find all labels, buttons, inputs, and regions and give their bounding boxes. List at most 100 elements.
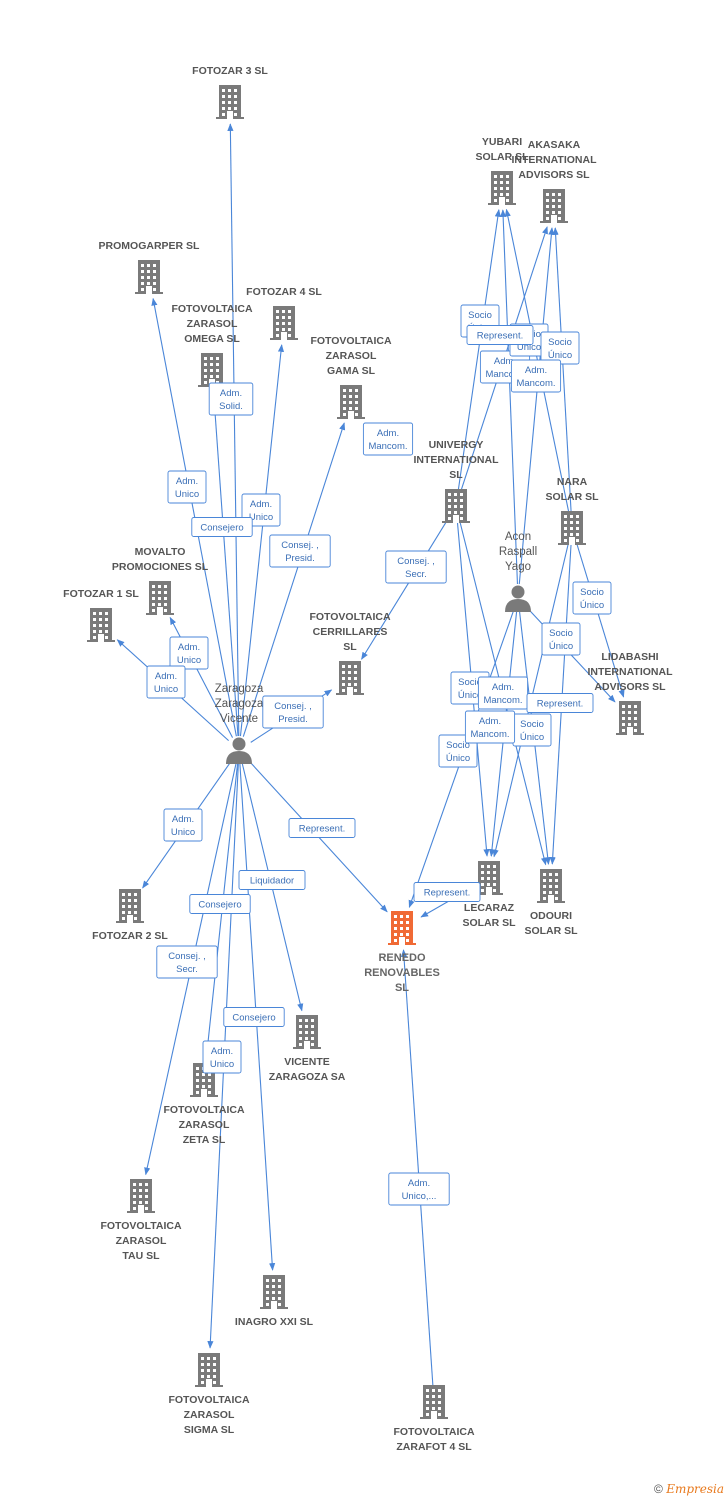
node-promogarper[interactable]: PROMOGARPER SL (99, 240, 201, 294)
edge-label[interactable]: Adm.Unico (169, 636, 209, 670)
building-icon[interactable] (293, 1015, 321, 1049)
building-icon[interactable] (195, 1353, 223, 1387)
edge-label[interactable]: Adm.Mancom. (477, 676, 529, 710)
node-fotozar2[interactable]: FOTOZAR 2 SL (92, 889, 168, 942)
edge-label[interactable]: Adm.Unico (202, 1040, 242, 1074)
edge-label-text: Consejero (200, 523, 243, 534)
edge-label[interactable]: Adm.Unico,... (388, 1172, 450, 1206)
edge-label-text: Adm. (176, 476, 198, 487)
building-icon[interactable] (558, 511, 586, 545)
building-icon[interactable] (488, 171, 516, 205)
edge-label[interactable]: Represent. (466, 325, 534, 345)
edge-label-text: Unico (177, 655, 201, 666)
node-label: ZARASOL (116, 1235, 167, 1247)
person-icon[interactable] (505, 585, 531, 613)
node-label: Acon (505, 531, 531, 543)
edge-label-text: Adm. (408, 1178, 430, 1189)
edge-label[interactable]: Consej. ,Presid. (262, 695, 324, 729)
edge-label[interactable]: Represent. (288, 818, 356, 838)
person-icon[interactable] (226, 737, 252, 765)
node-inagro[interactable]: INAGRO XXI SL (235, 1275, 314, 1328)
edge-label[interactable]: Consejero (223, 1007, 285, 1027)
node-label: VICENTE (284, 1056, 330, 1068)
node-label: ZARAGOZA SA (269, 1071, 346, 1083)
node-label: FOTOVOLTAICA (310, 335, 391, 347)
edge-label[interactable]: Liquidador (238, 870, 306, 890)
building-icon[interactable] (475, 861, 503, 895)
building-icon[interactable] (388, 911, 416, 945)
building-icon[interactable] (216, 85, 244, 119)
edge-label[interactable]: Adm.Solid. (208, 382, 254, 416)
building-icon[interactable] (87, 608, 115, 642)
edge-label[interactable]: Consej. ,Secr. (156, 945, 218, 979)
edge-label[interactable]: Consejero (191, 517, 253, 537)
building-icon[interactable] (420, 1385, 448, 1419)
edge-label-text: Adm. (525, 365, 547, 376)
edge-label[interactable]: Consej. ,Secr. (385, 550, 447, 584)
building-icon[interactable] (146, 581, 174, 615)
building-icon[interactable] (198, 353, 226, 387)
building-icon[interactable] (442, 489, 470, 523)
edge-label-text: Presid. (285, 553, 315, 564)
node-vicente_sa[interactable]: VICENTE ZARAGOZA SA (269, 1015, 346, 1083)
edge-label[interactable]: Consejero (189, 894, 251, 914)
edge-label-text: Socio (549, 628, 573, 639)
building-icon[interactable] (537, 869, 565, 903)
edge-label[interactable]: Adm.Mancom. (362, 422, 414, 456)
building-icon[interactable] (270, 306, 298, 340)
edge-label[interactable]: Represent. (413, 882, 481, 902)
building-icon[interactable] (135, 260, 163, 294)
building-icon[interactable] (116, 889, 144, 923)
relation-edge-univergy-cerrillares (361, 517, 450, 660)
edge-label[interactable]: Adm.Unico (163, 808, 203, 842)
node-label: INTERNATIONAL (512, 154, 598, 166)
node-label: INAGRO XXI SL (235, 1316, 314, 1328)
building-icon[interactable] (616, 701, 644, 735)
edge-label[interactable]: Adm.Unico (167, 470, 207, 504)
edge-label-text: Liquidador (250, 876, 294, 887)
node-fotozar4[interactable]: FOTOZAR 4 SL (246, 286, 322, 340)
node-label: FOTOVOLTAICA (309, 611, 390, 623)
building-icon[interactable] (260, 1275, 288, 1309)
node-label: NARA (557, 476, 588, 488)
edge-label[interactable]: Represent. (526, 693, 594, 713)
edge-label[interactable]: Adm.Mancom. (510, 359, 562, 393)
edge-label-text: Adm. (172, 814, 194, 825)
building-icon[interactable] (540, 189, 568, 223)
edge-label-text: Socio (468, 310, 492, 321)
footer-brand: © Empresia (654, 1482, 724, 1496)
edge-label-text: Consej. , (168, 951, 206, 962)
edge-label[interactable]: Consej. ,Presid. (269, 534, 331, 568)
node-label: SOLAR SL (462, 917, 516, 929)
edge-label[interactable]: Adm.Mancom. (464, 710, 516, 744)
edge-label[interactable]: Adm.Unico (146, 665, 186, 699)
building-icon[interactable] (127, 1179, 155, 1213)
node-label: FOTOVOLTAICA (393, 1426, 474, 1438)
node-fotozar3[interactable]: FOTOZAR 3 SL (192, 65, 268, 119)
building-icon[interactable] (336, 661, 364, 695)
building-icon[interactable] (337, 385, 365, 419)
node-fotozar1[interactable]: FOTOZAR 1 SL (63, 588, 139, 642)
